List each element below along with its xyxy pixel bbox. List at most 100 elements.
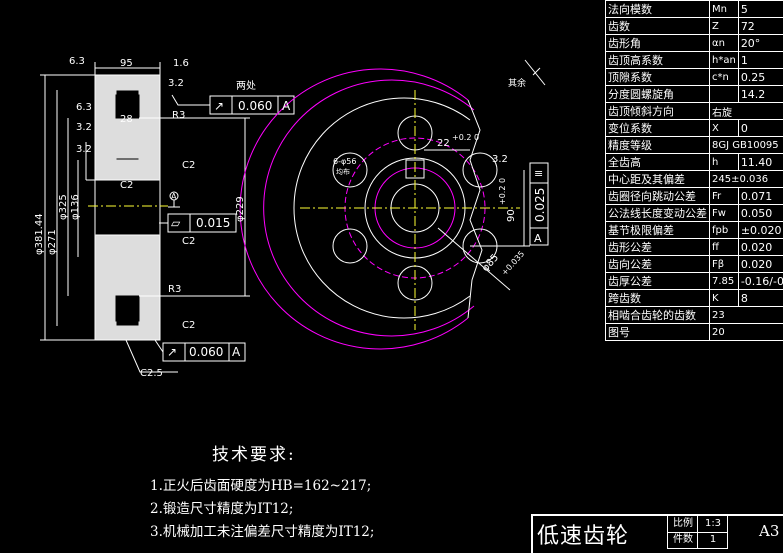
params-cell: c*n [710,69,739,86]
rim-top [96,76,159,90]
dia-271: φ271 [47,229,58,255]
params-cell: 14.2 [738,86,783,103]
qty-value: 1 [697,532,728,549]
params-cell: Fβ [710,256,739,273]
params-cell: 顶隙系数 [606,69,710,86]
params-cell: 20° [738,35,783,52]
params-cell: Fr [710,188,739,205]
flatness-value: 0.015 [196,216,230,230]
params-cell: 法向模数 [606,1,710,18]
params-cell: 8 [738,290,783,307]
params-row: 齿顶倾斜方向右旋 [606,103,783,120]
params-cell: 0.25 [738,69,783,86]
params-cell [710,86,739,103]
both-sides-note: 两处 [236,80,256,92]
holes-dim: 6-φ56 [333,157,356,166]
qty-label: 件数 [667,532,698,549]
scale-value: 1:3 [697,516,728,533]
scale-label: 比例 [667,516,698,533]
runout-1-datum: A [282,99,291,113]
rim-bottom [96,326,159,339]
sheet-size: A3 [759,522,779,540]
dia-136: φ136 [70,194,81,220]
sym-tol: 0.025 [533,188,547,222]
params-cell: 中心距及其偏差 [606,171,710,188]
params-row: 分度圆螺旋角 14.2 [606,86,783,103]
datum-a-label: A [171,192,177,201]
params-cell: 齿数 [606,18,710,35]
params-cell: 20 [710,324,783,341]
c2-low: C2 [182,236,195,247]
addendum-arc [240,69,468,349]
key-90: 90 [506,209,517,222]
dim-95: 95 [120,58,133,69]
params-cell: 精度等级 [606,137,710,154]
rough-1-6: 1.6 [173,58,189,69]
dia-325: φ325 [58,194,69,220]
other-rough-note: 其余 [508,77,526,89]
key-rough: 3.2 [492,154,508,165]
params-cell: 齿形公差 [606,239,710,256]
params-cell: 齿形角 [606,35,710,52]
params-cell: Fw [710,205,739,222]
sym-symbol: ≡ [534,167,543,180]
params-cell: 0.050 [738,205,783,222]
params-cell: 23 [710,307,783,324]
key-22: 22 [437,138,450,149]
flatness-symbol: ▱ [171,216,181,230]
params-cell: Z [710,18,739,35]
params-cell: 8GJ GB10095 [710,137,783,154]
runout-2-datum: A [232,345,241,359]
params-cell: 基节极限偏差 [606,222,710,239]
params-cell: 245±0.036 [710,171,783,188]
params-cell: αn [710,35,739,52]
params-cell: ff [710,239,739,256]
params-cell: 0.020 [738,239,783,256]
key-22-tol: +0.2 0 [452,133,479,142]
c2-mid: C2 [120,180,133,191]
params-cell: Mn [710,1,739,18]
c2-5: C2.5 [140,368,163,379]
runout-2-symbol: ↗ [167,345,177,359]
params-cell: 5 [738,1,783,18]
params-cell: 0.020 [738,256,783,273]
r3-bottom: R3 [168,284,181,295]
holes-sub: 均布 [336,167,350,176]
params-cell: 齿顶高系数 [606,52,710,69]
params-cell: 变位系数 [606,120,710,137]
params-cell: fpb [710,222,739,239]
dia-229: φ229 [235,196,246,222]
dia-381: φ381.44 [34,213,45,255]
r3-top: R3 [172,110,185,121]
dia-85: φ85 [480,252,501,274]
rough-6-3-top: 6.3 [69,56,85,67]
part-name: 低速齿轮 [537,518,629,550]
params-cell: 齿向公差 [606,256,710,273]
rough-6-3: 6.3 [76,102,92,113]
params-cell: X [710,120,739,137]
params-cell: 分度圆螺旋角 [606,86,710,103]
params-cell: 0.071 [738,188,783,205]
params-cell: 图号 [606,324,710,341]
params-cell: 7.85 [710,273,739,290]
tech-title: 技术要求: [212,440,374,465]
params-cell: h [710,154,739,171]
dim-28: 28 [120,114,133,125]
tech-item-1: 1.正火后齿面硬度为HB=162~217; [150,475,374,498]
params-cell: 11.40 [738,154,783,171]
params-cell: 齿圈径向跳动公差 [606,188,710,205]
params-cell: 1 [738,52,783,69]
rough-3-2-c: 3.2 [76,144,92,155]
